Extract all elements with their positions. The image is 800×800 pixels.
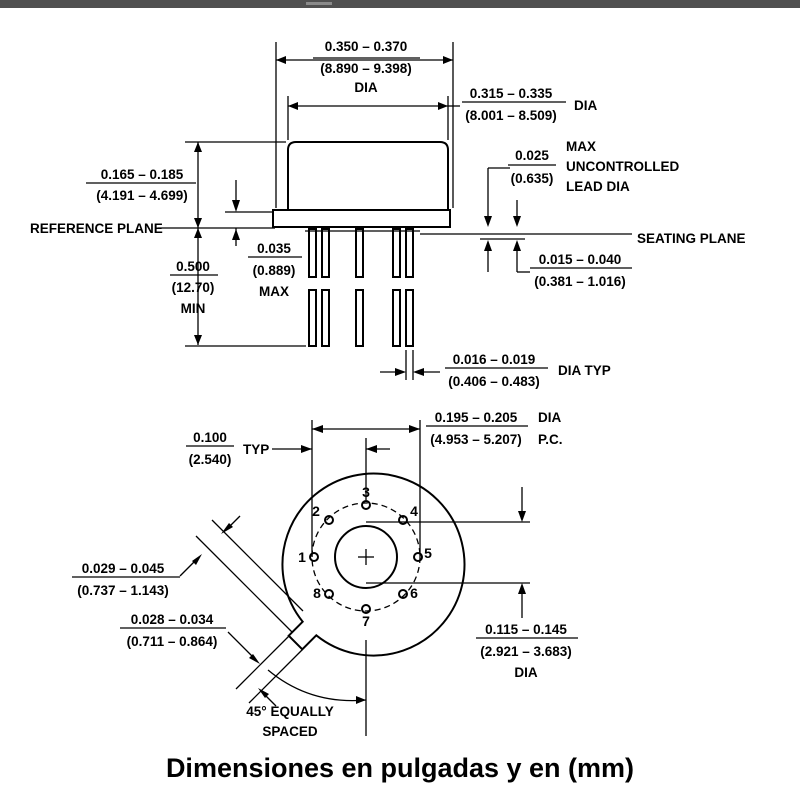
- top-dia-mm: (8.001 – 8.509): [465, 108, 557, 123]
- lead-length-inches: 0.500: [176, 259, 210, 274]
- pc-dia-inches: 0.195 – 0.205: [435, 410, 518, 425]
- pin-label-2: 2: [312, 503, 320, 519]
- height-mm: (4.191 – 4.699): [96, 188, 188, 203]
- lead-length-mm: (12.70): [172, 280, 215, 295]
- center-glass: [334, 525, 398, 589]
- lead-dia-note-uncontrolled: UNCONTROLLED: [566, 159, 679, 174]
- lead-length-note: MIN: [181, 301, 206, 316]
- top-bar-handle: [306, 2, 332, 5]
- pin-label-4: 4: [410, 503, 418, 519]
- pin-label-8: 8: [313, 585, 321, 601]
- tab-length-mm: (0.737 – 1.143): [77, 583, 169, 598]
- tab-length-inches: 0.029 – 0.045: [82, 561, 165, 576]
- pin-label-1: 1: [298, 549, 306, 565]
- lead-dia-mm: (0.635): [511, 171, 554, 186]
- pc-dia-note2: P.C.: [538, 432, 563, 447]
- reference-plane-label: REFERENCE PLANE: [30, 221, 163, 236]
- seating-offset-inches: 0.015 – 0.040: [539, 252, 622, 267]
- can-body: [287, 141, 449, 210]
- outer-flange-with-tab: [281, 472, 466, 657]
- pc-dia-note1: DIA: [538, 410, 562, 425]
- offset-inches: 0.115 – 0.145: [485, 622, 567, 637]
- can-dia-mm: (8.890 – 9.398): [320, 61, 412, 76]
- pin-label-7: 7: [362, 613, 370, 629]
- seating-offset-mm: (0.381 – 1.016): [534, 274, 626, 289]
- can-dia-inches: 0.350 – 0.370: [325, 39, 408, 54]
- angle-note-line2: SPACED: [262, 724, 318, 739]
- lead-width-inches: 0.016 – 0.019: [453, 352, 536, 367]
- top-dia-inches: 0.315 – 0.335: [470, 86, 553, 101]
- lead-width-mm: (0.406 – 0.483): [448, 374, 540, 389]
- top-window-bar: [0, 0, 800, 8]
- top-dia-word: DIA: [574, 98, 598, 113]
- pin-label-5: 5: [424, 545, 432, 561]
- lead-width-note: DIA TYP: [558, 363, 611, 378]
- pitch-mm: (2.540): [189, 452, 232, 467]
- seating-plane-label: SEATING PLANE: [637, 231, 746, 246]
- lead-dia-note-lead-dia: LEAD DIA: [566, 179, 630, 194]
- can-dia-word: DIA: [354, 80, 378, 95]
- pitch-note: TYP: [243, 442, 269, 457]
- angle-note-line1: 45° EQUALLY: [246, 704, 333, 719]
- leads: [308, 228, 414, 347]
- pitch-inches: 0.100: [193, 430, 227, 445]
- lead-dia-inches: 0.025: [515, 148, 549, 163]
- flange-mm: (0.889): [253, 263, 296, 278]
- side-view: 0.350 – 0.370 (8.890 – 9.398) DIA 0.315 …: [30, 39, 746, 389]
- pin-label-6: 6: [410, 585, 418, 601]
- lead-dia-note-max: MAX: [566, 139, 596, 154]
- offset-mm: (2.921 – 3.683): [480, 644, 572, 659]
- bottom-view: 1 2 3 4 5 6 7 8 0.100 (2.540) TYP 0.195 …: [72, 410, 578, 739]
- height-inches: 0.165 – 0.185: [101, 167, 184, 182]
- tab-width-inches: 0.028 – 0.034: [131, 612, 214, 627]
- can-flange: [272, 209, 451, 228]
- pin-holes: [309, 500, 423, 614]
- offset-word: DIA: [514, 665, 538, 680]
- caption: Dimensiones en pulgadas y en (mm): [166, 753, 634, 783]
- flange-inches: 0.035: [257, 241, 291, 256]
- flange-note: MAX: [259, 284, 289, 299]
- tab-width-mm: (0.711 – 0.864): [127, 634, 218, 649]
- pc-dia-mm: (4.953 – 5.207): [430, 432, 522, 447]
